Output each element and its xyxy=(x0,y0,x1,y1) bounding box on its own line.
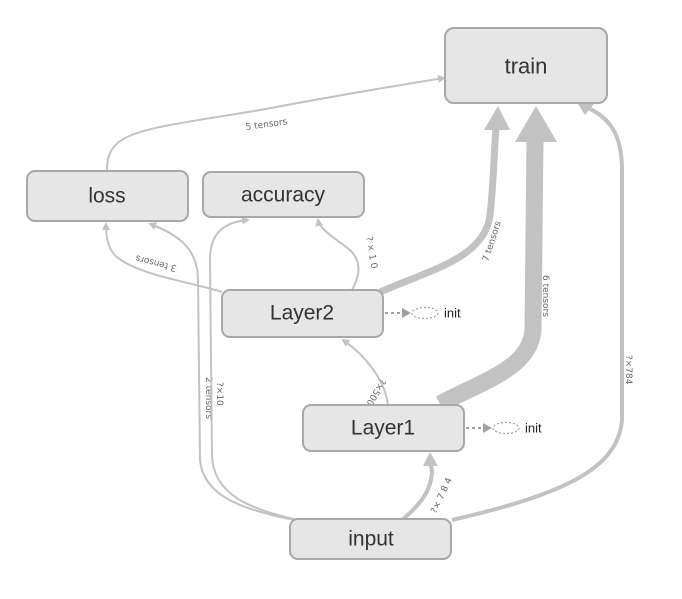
layer1-init[interactable]: init xyxy=(466,421,542,436)
edge-label-layer2-to-accuracy: ? × 1 0 xyxy=(363,236,379,270)
edge-layer1-to-train xyxy=(436,139,544,412)
edge-input-to-layer1 xyxy=(400,461,435,522)
edge-loss-to-train xyxy=(106,74,446,171)
edge-layer2-to-train xyxy=(378,127,500,296)
edge-label-input-to-layer1: ?× 7 8 4 xyxy=(430,476,455,515)
layer2-init[interactable]: init xyxy=(385,306,461,321)
edge-layer1-to-train-arrow xyxy=(515,106,557,142)
edge-input-to-train-arrow xyxy=(578,104,594,115)
loss-node[interactable]: loss xyxy=(26,170,189,222)
edge-layer2-to-accuracy xyxy=(315,218,360,291)
train-node[interactable]: train xyxy=(444,27,608,104)
edge-label-input-to-train: ?×784 xyxy=(623,355,633,385)
train-node-label: train xyxy=(505,54,548,79)
layer1-init-label: init xyxy=(525,421,542,436)
edge-input-to-train xyxy=(451,106,624,522)
layer1-init-node xyxy=(492,421,520,435)
edge-layer2-to-loss xyxy=(102,222,223,293)
loss-node-label: loss xyxy=(88,185,125,208)
edge-label-layer1-to-train: 6 tensors xyxy=(540,275,550,317)
edge-input-to-layer1-arrow xyxy=(423,452,438,466)
edge-layer2-to-train-arrow xyxy=(484,106,510,130)
edge-label-input-to-loss: 2 tensors xyxy=(203,377,213,419)
layer2-init-arrow xyxy=(402,308,411,318)
input-node[interactable]: input xyxy=(289,518,452,560)
layer2-init-label: init xyxy=(444,306,461,321)
edge-label-layer1-to-layer2: ?×500 xyxy=(364,377,388,408)
layer2-node-label: Layer2 xyxy=(270,302,334,325)
accuracy-node-label: accuracy xyxy=(241,184,326,207)
layer2-node[interactable]: Layer2 xyxy=(221,289,384,338)
layer1-node-label: Layer1 xyxy=(351,417,415,440)
edge-input-to-loss xyxy=(148,222,301,522)
input-node-label: input xyxy=(348,528,394,551)
edge-layer1-to-layer2 xyxy=(341,338,389,406)
layer1-node[interactable]: Layer1 xyxy=(302,404,465,452)
layer2-init-node xyxy=(411,306,439,320)
edge-label-input-to-accuracy: ?×10 xyxy=(214,382,224,406)
edge-label-loss-to-train: 5 tensors xyxy=(245,117,288,133)
edge-input-to-accuracy xyxy=(208,216,304,522)
accuracy-node[interactable]: accuracy xyxy=(202,171,365,218)
layer1-init-arrow xyxy=(483,423,492,433)
